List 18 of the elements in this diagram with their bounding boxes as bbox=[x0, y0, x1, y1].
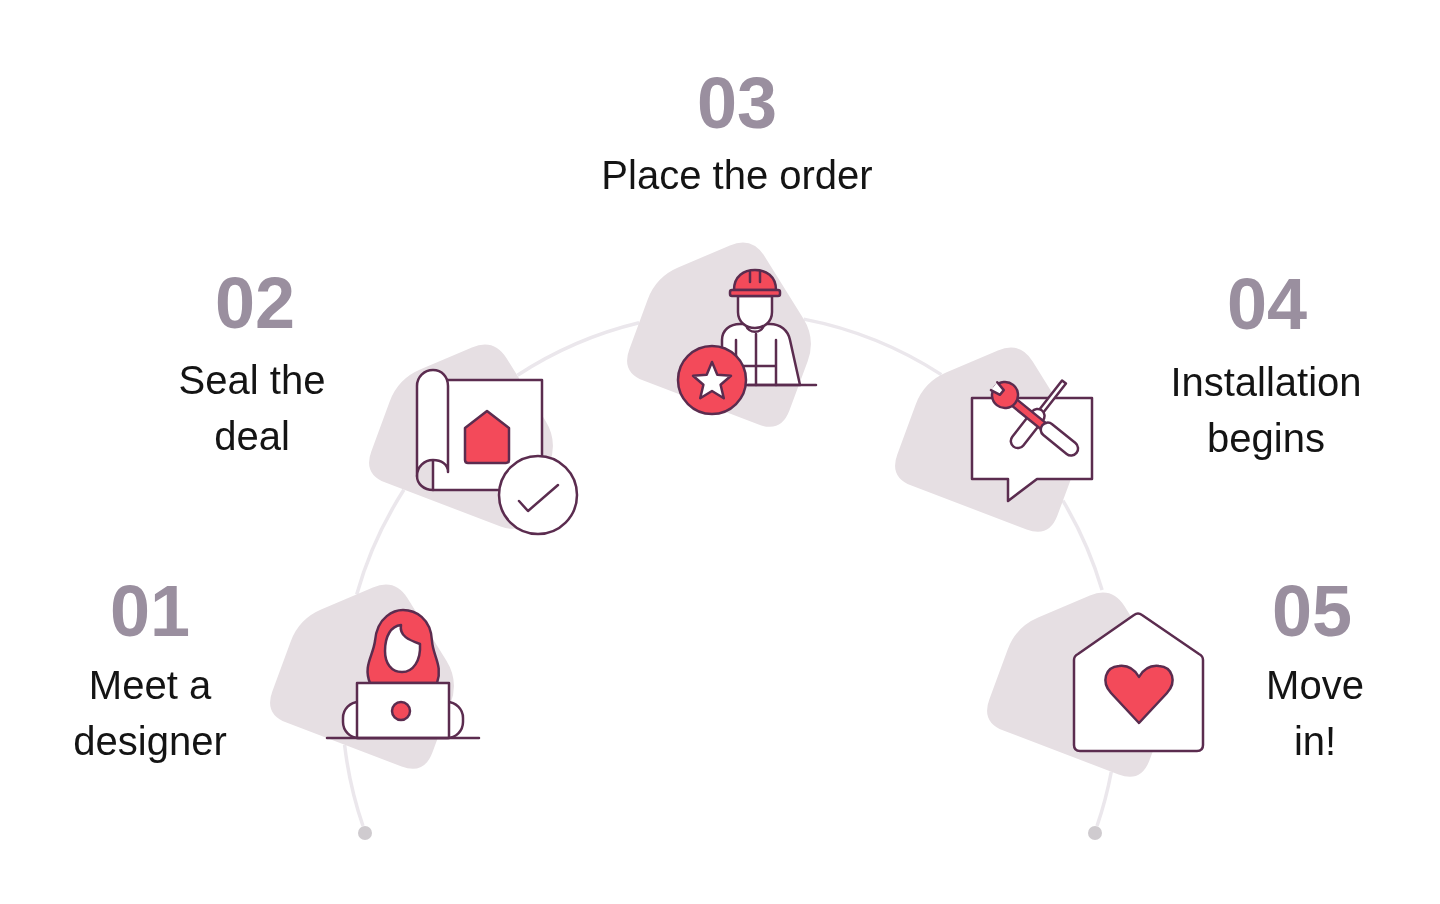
step-number: 01 bbox=[108, 575, 192, 647]
step-title: Seal the deal bbox=[177, 357, 327, 460]
arc-connector bbox=[1061, 499, 1104, 591]
arc-connector bbox=[355, 488, 406, 595]
step-title: Installation begins bbox=[1169, 359, 1363, 462]
step-number: 03 bbox=[695, 67, 779, 139]
arc-connector bbox=[342, 744, 365, 827]
step-number: 02 bbox=[213, 267, 297, 339]
arc-connector bbox=[803, 317, 943, 377]
step-title: Meet a designer bbox=[72, 662, 228, 765]
step-title: Move in! bbox=[1265, 662, 1365, 765]
step-number: 05 bbox=[1270, 575, 1354, 647]
arc-connector bbox=[1095, 771, 1113, 827]
end-dot bbox=[358, 825, 373, 840]
end-dot bbox=[1087, 825, 1102, 840]
arc-connector bbox=[516, 321, 640, 377]
step-title: Place the order bbox=[600, 152, 874, 199]
step-number: 04 bbox=[1225, 268, 1309, 340]
